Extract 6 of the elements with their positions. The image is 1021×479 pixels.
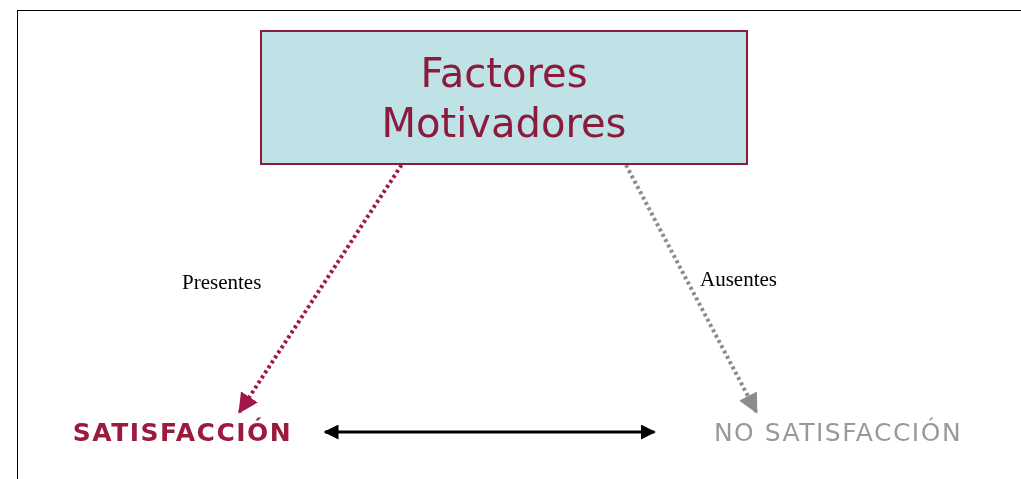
outcome-label: NO SATISFACCIÓN bbox=[668, 412, 1008, 452]
outcome-label: SATISFACCIÓN bbox=[40, 412, 325, 452]
box-title: Factores Motivadores bbox=[380, 48, 628, 148]
arrow bbox=[323, 424, 656, 440]
arrow bbox=[624, 164, 759, 414]
arrow bbox=[237, 163, 404, 414]
